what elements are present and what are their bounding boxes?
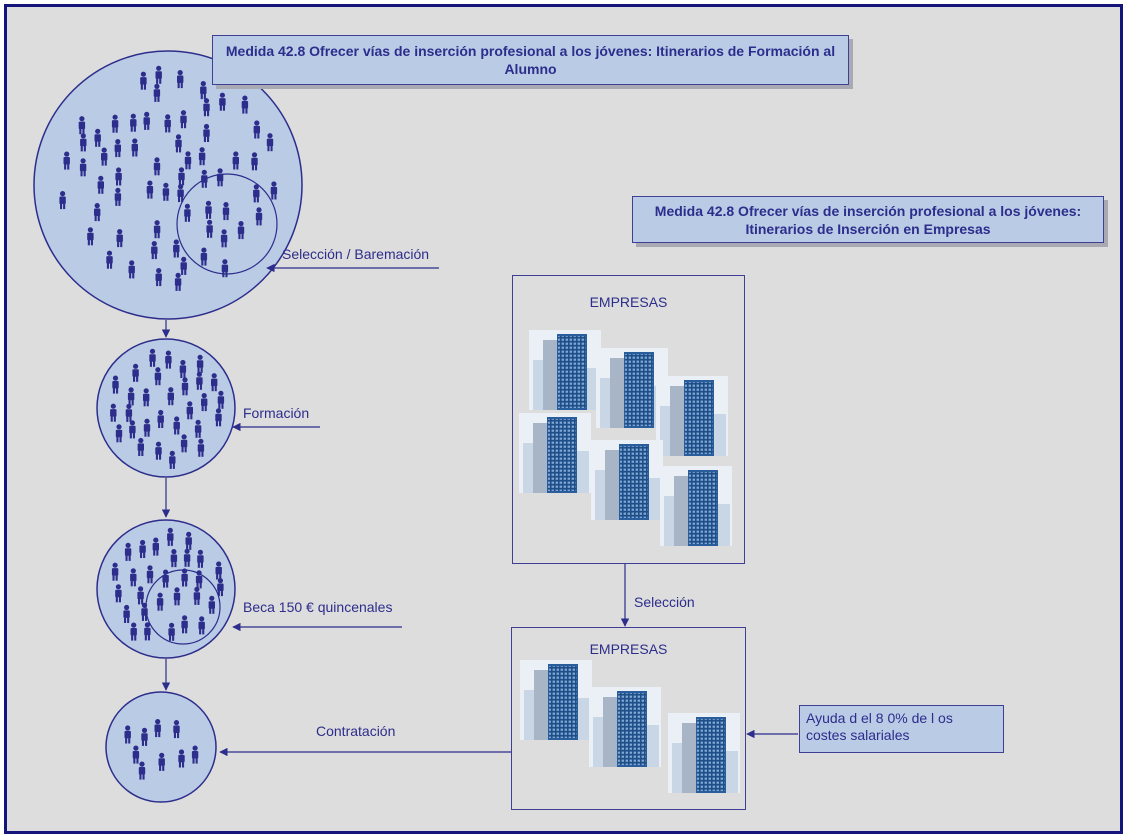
ayuda-text: Ayuda d el 8 0% de l os costes salariale… — [806, 710, 953, 743]
ayuda-box: Ayuda d el 8 0% de l os costes salariale… — [799, 705, 1004, 753]
label-contratacion: Contratación — [316, 723, 396, 739]
title-formacion-text: Medida 42.8 Ofrecer vías de inserción pr… — [225, 43, 836, 77]
empresas-top-label: EMPRESAS — [589, 294, 668, 310]
empresas-box-top: EMPRESAS — [512, 275, 745, 564]
empresas-bottom-label: EMPRESAS — [589, 641, 668, 657]
empresas-box-bottom: EMPRESAS — [511, 627, 746, 810]
label-formacion: Formación — [243, 405, 310, 421]
title-itinerarios-empresas: Medida 42.8 Ofrecer vías de inserción pr… — [632, 196, 1104, 243]
title-itinerarios-formacion: Medida 42.8 Ofrecer vías de inserción pr… — [212, 35, 849, 85]
title-empresas-text: Medida 42.8 Ofrecer vías de inserción pr… — [654, 202, 1082, 237]
label-beca: Beca 150 € quincenales — [243, 599, 393, 615]
label-seleccion-baremacion: Selección / Baremación — [282, 246, 430, 262]
label-seleccion: Selección — [634, 594, 695, 610]
hired-circle — [105, 691, 217, 803]
